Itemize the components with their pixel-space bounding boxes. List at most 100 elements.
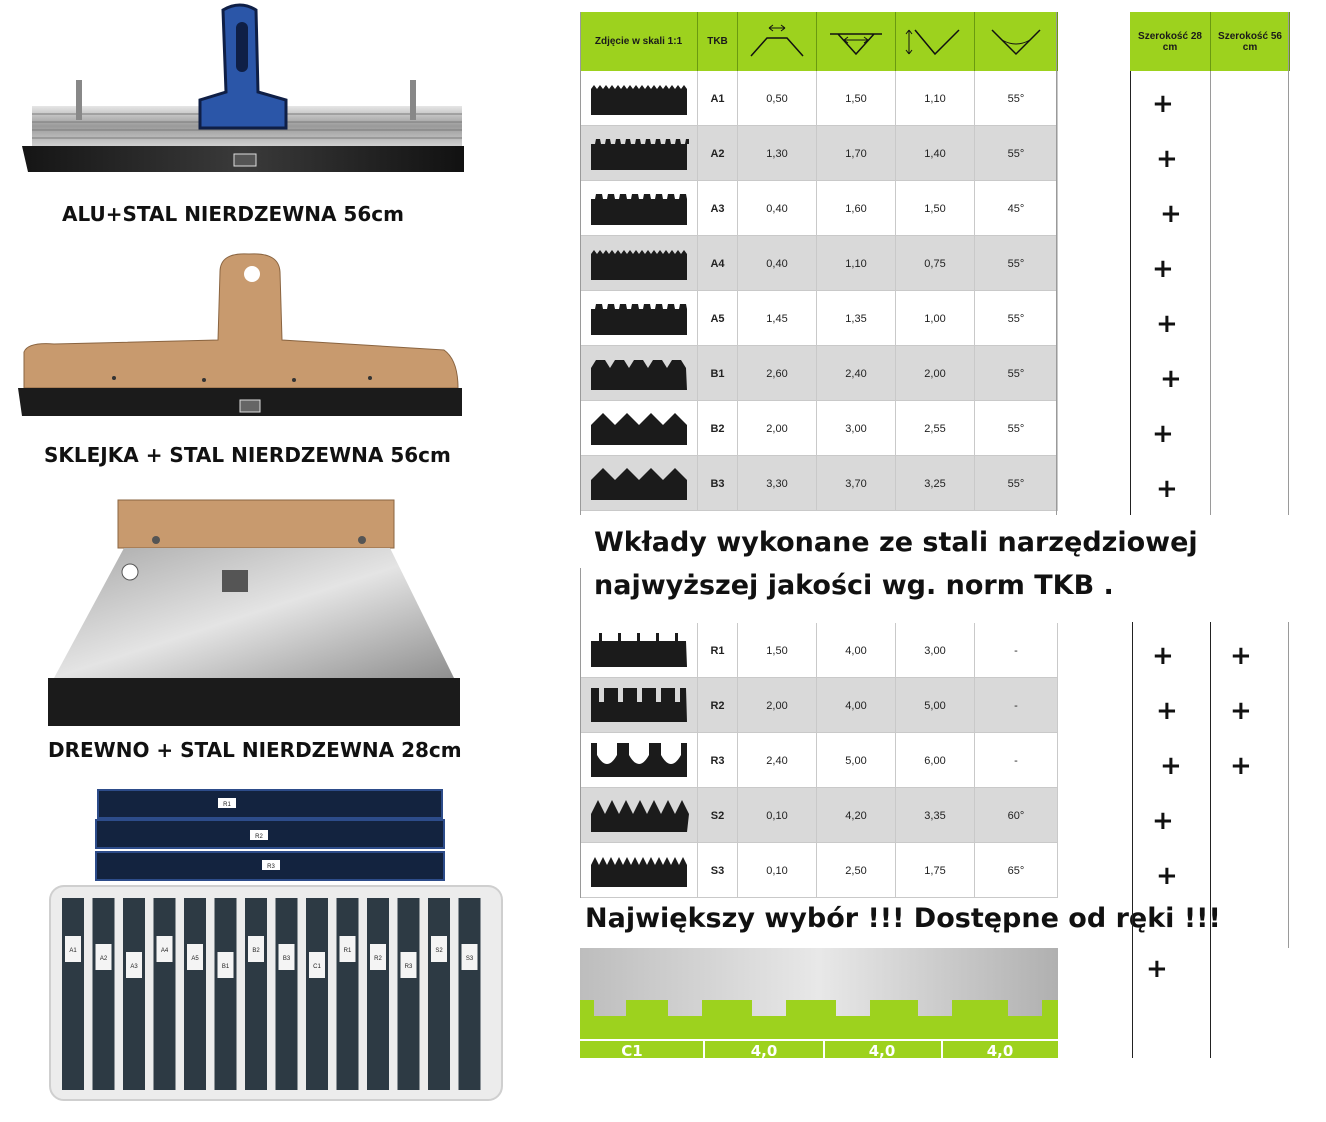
cell-a: 1,30	[738, 126, 817, 181]
blade-label: R1	[344, 948, 352, 954]
width-28-mark: +	[1156, 861, 1178, 891]
c1-profile-strip: C1 4,0 4,0 4,0	[580, 948, 1058, 1060]
blade-label-tag	[218, 798, 236, 808]
cell-angle: -	[975, 678, 1058, 733]
blade-top-label: R3	[267, 864, 275, 870]
width-header: Szerokość 28 cm Szerokość 56 cm	[1130, 12, 1290, 71]
cell-b: 4,00	[817, 678, 896, 733]
blade-profile-icon	[580, 678, 698, 733]
cell-angle: -	[975, 733, 1058, 788]
blade-label: A3	[130, 964, 138, 970]
cell-b: 1,70	[817, 126, 896, 181]
blade-slot	[153, 898, 176, 1090]
c1-value-2: 4,0	[869, 1042, 896, 1058]
c1-value-3: 4,0	[987, 1042, 1014, 1058]
cell-code: S2	[698, 788, 738, 843]
blade-slot	[214, 898, 237, 1090]
cell-angle: 55°	[975, 346, 1058, 401]
header-tkb: TKB	[698, 12, 738, 71]
width-28-mark: +	[1152, 806, 1174, 836]
cell-angle: 55°	[975, 126, 1058, 181]
cell-code: B1	[698, 346, 738, 401]
cell-code: B3	[698, 456, 738, 511]
cell-c: 2,00	[896, 346, 975, 401]
cell-c: 1,10	[896, 71, 975, 126]
cell-angle: 55°	[975, 291, 1058, 346]
width-28-mark: +	[1152, 641, 1174, 671]
blade-slot	[275, 898, 298, 1090]
width-col-separator	[580, 12, 581, 515]
cell-b: 1,50	[817, 71, 896, 126]
cell-a: 0,40	[738, 236, 817, 291]
blade-slot	[458, 898, 481, 1090]
cell-code: R2	[698, 678, 738, 733]
blade-profile-icon	[580, 71, 698, 126]
table-header: Zdjęcie w skali 1:1 TKB	[580, 12, 1058, 71]
cell-c: 1,75	[896, 843, 975, 898]
middle-text-line2: najwyższej jakości wg. norm TKB .	[594, 570, 1114, 601]
header-width-28: Szerokość 28 cm	[1130, 12, 1211, 71]
cell-a: 0,40	[738, 181, 817, 236]
cell-b: 2,50	[817, 843, 896, 898]
cell-b: 3,00	[817, 401, 896, 456]
wood-trowel-image	[44, 498, 464, 730]
cell-angle: 65°	[975, 843, 1058, 898]
cell-b: 3,70	[817, 456, 896, 511]
cell-code: B2	[698, 401, 738, 456]
width-28-mark: +	[1160, 364, 1182, 394]
c1-width-28-mark: +	[1146, 954, 1168, 984]
cell-c: 6,00	[896, 733, 975, 788]
blade-profile-icon	[580, 181, 698, 236]
cell-b: 4,20	[817, 788, 896, 843]
width-56-mark: +	[1230, 751, 1252, 781]
width-56-mark: +	[1230, 696, 1252, 726]
width-col-separator	[1288, 622, 1289, 948]
cell-c: 1,40	[896, 126, 975, 181]
cell-a: 0,50	[738, 71, 817, 126]
width-col-separator	[1288, 12, 1289, 515]
cell-code: A4	[698, 236, 738, 291]
cell-angle: 55°	[975, 401, 1058, 456]
c1-value-1: 4,0	[751, 1042, 778, 1058]
cell-b: 4,00	[817, 623, 896, 678]
blade-slot	[428, 898, 450, 1090]
cell-a: 1,50	[738, 623, 817, 678]
blade-profile-icon	[580, 126, 698, 181]
blade-top-label: R2	[255, 834, 263, 840]
cell-code: R3	[698, 733, 738, 788]
blade-label: B2	[252, 948, 260, 954]
cell-code: A3	[698, 181, 738, 236]
blade-label: S2	[435, 948, 443, 954]
width-28-mark: +	[1160, 751, 1182, 781]
cell-c: 3,35	[896, 788, 975, 843]
blade-slot	[184, 898, 206, 1090]
aluminium-trowel-image	[18, 2, 468, 200]
blade-slot	[123, 898, 145, 1090]
cell-b: 1,60	[817, 181, 896, 236]
cell-a: 2,60	[738, 346, 817, 401]
width-28-mark: +	[1156, 474, 1178, 504]
header-width-56: Szerokość 56 cm	[1211, 12, 1290, 71]
blade-profile-icon	[580, 401, 698, 456]
blade-label: B1	[222, 964, 230, 970]
blade-label: R3	[405, 964, 413, 970]
blade-profile-icon	[580, 456, 698, 511]
width-28-mark: +	[1156, 696, 1178, 726]
cell-c: 0,75	[896, 236, 975, 291]
blade-label: S3	[466, 956, 474, 962]
blade-label: A4	[161, 948, 169, 954]
blade-slot	[306, 898, 328, 1090]
cell-a: 3,30	[738, 456, 817, 511]
blade-label: C1	[313, 964, 321, 970]
cell-b: 1,35	[817, 291, 896, 346]
cell-a: 0,10	[738, 788, 817, 843]
blade-slot	[336, 898, 359, 1090]
cell-a: 1,45	[738, 291, 817, 346]
cell-code: A2	[698, 126, 738, 181]
